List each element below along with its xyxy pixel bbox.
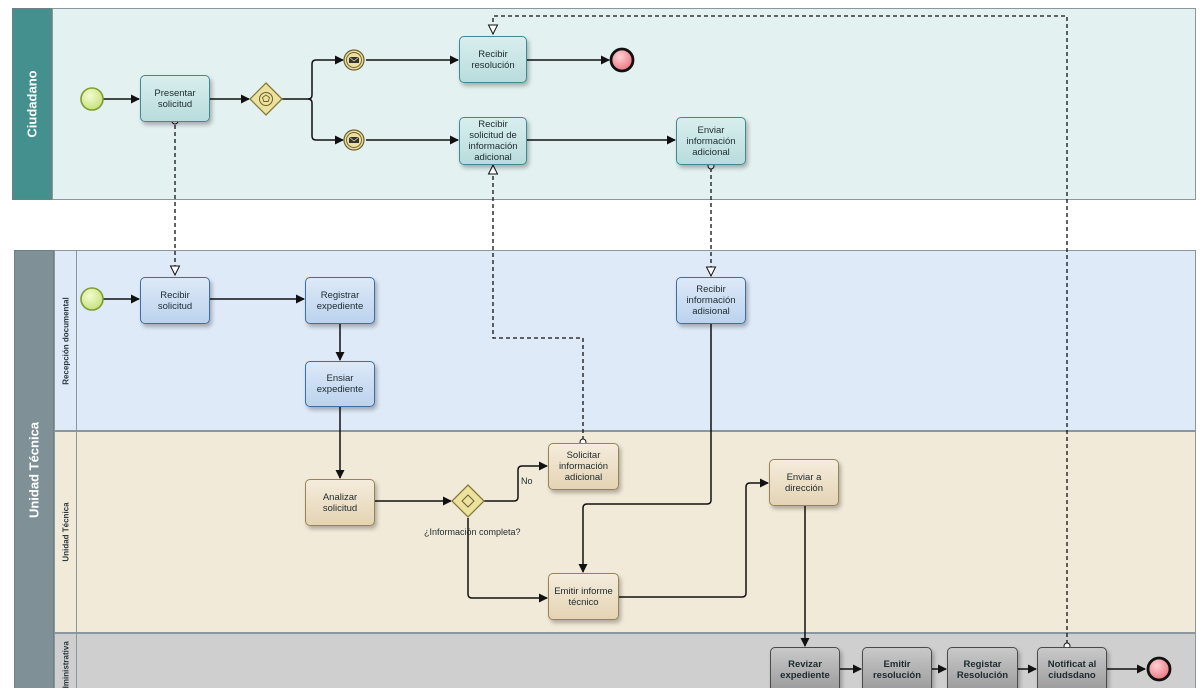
task-presentar-solicitud[interactable]: Presentar solicitud — [140, 75, 210, 122]
flow-emitir-enviar-direccion — [619, 478, 769, 598]
ciudadano-lane — [52, 8, 1196, 200]
recepcion-lane-header: Recepción documental — [55, 251, 77, 430]
unidad-tecnica-pool-header: Unidad Técnica — [14, 250, 54, 688]
task-recibir-resolucion[interactable]: Recibir resolución — [459, 36, 527, 83]
msg-solicitar-recibir — [493, 165, 584, 440]
administrativa-lane-header: Administrativa — [55, 634, 77, 688]
sequence-flows — [103, 55, 1146, 674]
task-recibir-solicitud-informacion[interactable]: Recibir solicitud de información adicion… — [459, 117, 527, 165]
start-event-recepcion — [80, 287, 104, 311]
event-based-gateway — [249, 82, 283, 116]
flow-gateway-no — [484, 461, 548, 502]
message-event-upper — [343, 49, 365, 71]
task-enviar-informacion[interactable]: Enviar información adicional — [676, 117, 746, 165]
task-solicitar-informacion[interactable]: Solicitar información adicional — [548, 443, 619, 490]
msg-notificar-resolucion — [493, 15, 1068, 644]
start-event-ciudadano — [80, 87, 104, 111]
message-event-lower — [343, 129, 365, 151]
task-recibir-solicitud[interactable]: Recibir solicitud — [140, 277, 210, 324]
tecnica-lane-header: Unidad Técnica — [55, 432, 77, 632]
task-notificar-ciudadano[interactable]: Notificat al ciudsdano — [1037, 647, 1107, 688]
task-registrar-expediente[interactable]: Registrar expediente — [305, 277, 375, 324]
task-enviar-direccion[interactable]: Enviar a dirección — [769, 459, 839, 506]
gateway-question-label: ¿Información completa? — [424, 527, 521, 537]
message-flows — [175, 15, 1068, 644]
flow-gateway-split — [282, 55, 344, 100]
flow-gateway-split-lower — [307, 98, 344, 145]
tecnica-lane: Unidad Técnica — [54, 431, 1196, 633]
flow-recibir-info-emitir — [578, 324, 712, 573]
task-enviar-expediente[interactable]: Ensiar expediente — [305, 361, 375, 407]
task-recibir-informacion[interactable]: Recibir información adisional — [676, 277, 746, 324]
task-analizar-solicitud[interactable]: Analizar solicitud — [305, 479, 375, 526]
task-registrar-resolucion[interactable]: Registar Resolución — [947, 647, 1018, 688]
end-event-administrativa — [1146, 656, 1172, 682]
ciudadano-pool-header: Ciudadano — [12, 8, 52, 200]
task-emitir-informe[interactable]: Emitir informe técnico — [548, 573, 619, 620]
condition-no-label: No — [521, 476, 533, 486]
task-revizar-expediente[interactable]: Revizar expediente — [770, 647, 840, 688]
exclusive-gateway — [451, 484, 485, 518]
end-event-ciudadano — [609, 47, 635, 73]
flow-gateway-yes — [467, 518, 548, 603]
task-emitir-resolucion[interactable]: Emitir resolución — [862, 647, 932, 688]
recepcion-lane: Recepción documental — [54, 250, 1196, 431]
